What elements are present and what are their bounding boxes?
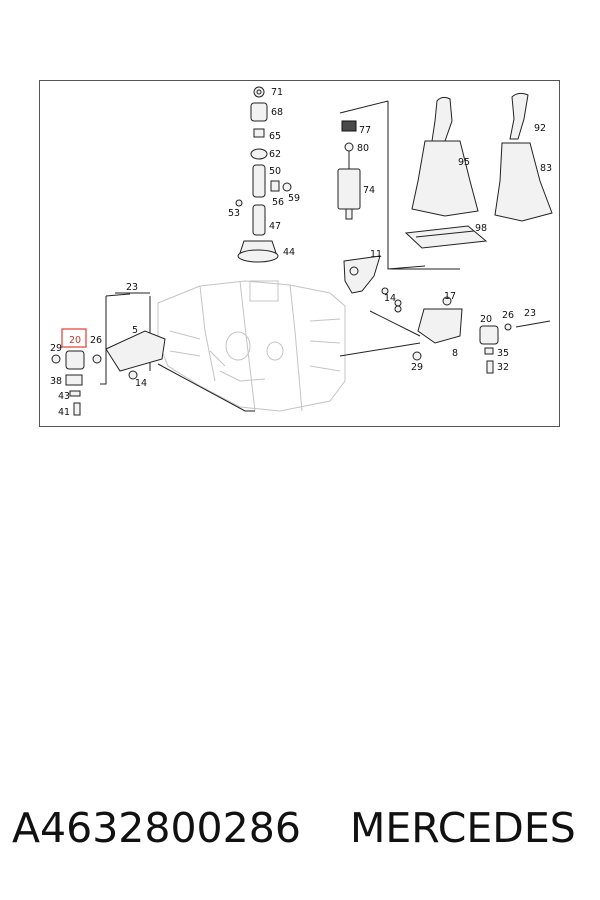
highlight-box xyxy=(61,328,87,348)
callout-8: 8 xyxy=(452,348,458,359)
reverse-switch xyxy=(337,120,361,220)
callout-35: 35 xyxy=(497,348,509,359)
callout-20-left: 20 xyxy=(69,335,81,346)
brand-name: MERCEDES xyxy=(350,804,576,852)
callout-71: 71 xyxy=(271,87,283,98)
callout-5: 5 xyxy=(132,325,138,336)
callout-11: 11 xyxy=(370,249,382,260)
callout-23-left: 23 xyxy=(126,282,138,293)
callout-32: 32 xyxy=(497,362,509,373)
callout-68: 68 xyxy=(271,107,283,118)
callout-41: 41 xyxy=(58,407,70,418)
product-caption: A4632800286 MERCEDES xyxy=(0,800,600,864)
callout-14-lower: 14 xyxy=(135,378,147,389)
callout-29-right: 29 xyxy=(411,362,423,373)
callout-95: 95 xyxy=(458,157,470,168)
exploded-parts-diagram: 71 68 65 62 50 56 59 53 47 44 77 80 74 9… xyxy=(39,80,560,427)
callout-47: 47 xyxy=(269,221,281,232)
callout-56: 56 xyxy=(272,197,284,208)
shift-rod-stack xyxy=(235,86,292,263)
callout-62: 62 xyxy=(269,149,281,160)
shift-boots xyxy=(404,92,553,249)
part-number: A4632800286 xyxy=(12,804,301,852)
callout-26-left: 26 xyxy=(90,335,102,346)
callout-labels: 71 68 65 62 50 56 59 53 47 44 77 80 74 9… xyxy=(50,87,552,418)
leader-lines xyxy=(100,100,460,412)
callout-29-left: 29 xyxy=(50,343,62,354)
callout-38: 38 xyxy=(50,376,62,387)
callout-23-right: 23 xyxy=(524,308,536,319)
callout-44: 44 xyxy=(283,247,295,258)
callout-50: 50 xyxy=(269,166,281,177)
left-engine-mount xyxy=(51,292,166,416)
callout-14-upper: 14 xyxy=(384,293,396,304)
callout-59: 59 xyxy=(288,193,300,204)
callout-80: 80 xyxy=(357,143,369,154)
callout-17: 17 xyxy=(444,291,456,302)
callout-20-right: 20 xyxy=(480,314,492,325)
callout-26-right: 26 xyxy=(502,310,514,321)
callout-77: 77 xyxy=(359,125,371,136)
callout-74: 74 xyxy=(363,185,375,196)
callout-65: 65 xyxy=(269,131,281,142)
callout-92: 92 xyxy=(534,123,546,134)
diagram-drawing: 71 68 65 62 50 56 59 53 47 44 77 80 74 9… xyxy=(50,86,553,418)
callout-98: 98 xyxy=(475,223,487,234)
callout-43: 43 xyxy=(58,391,70,402)
callout-53: 53 xyxy=(228,208,240,219)
callout-83: 83 xyxy=(540,163,552,174)
right-engine-mount xyxy=(394,296,551,374)
transmission-housing xyxy=(157,280,346,412)
